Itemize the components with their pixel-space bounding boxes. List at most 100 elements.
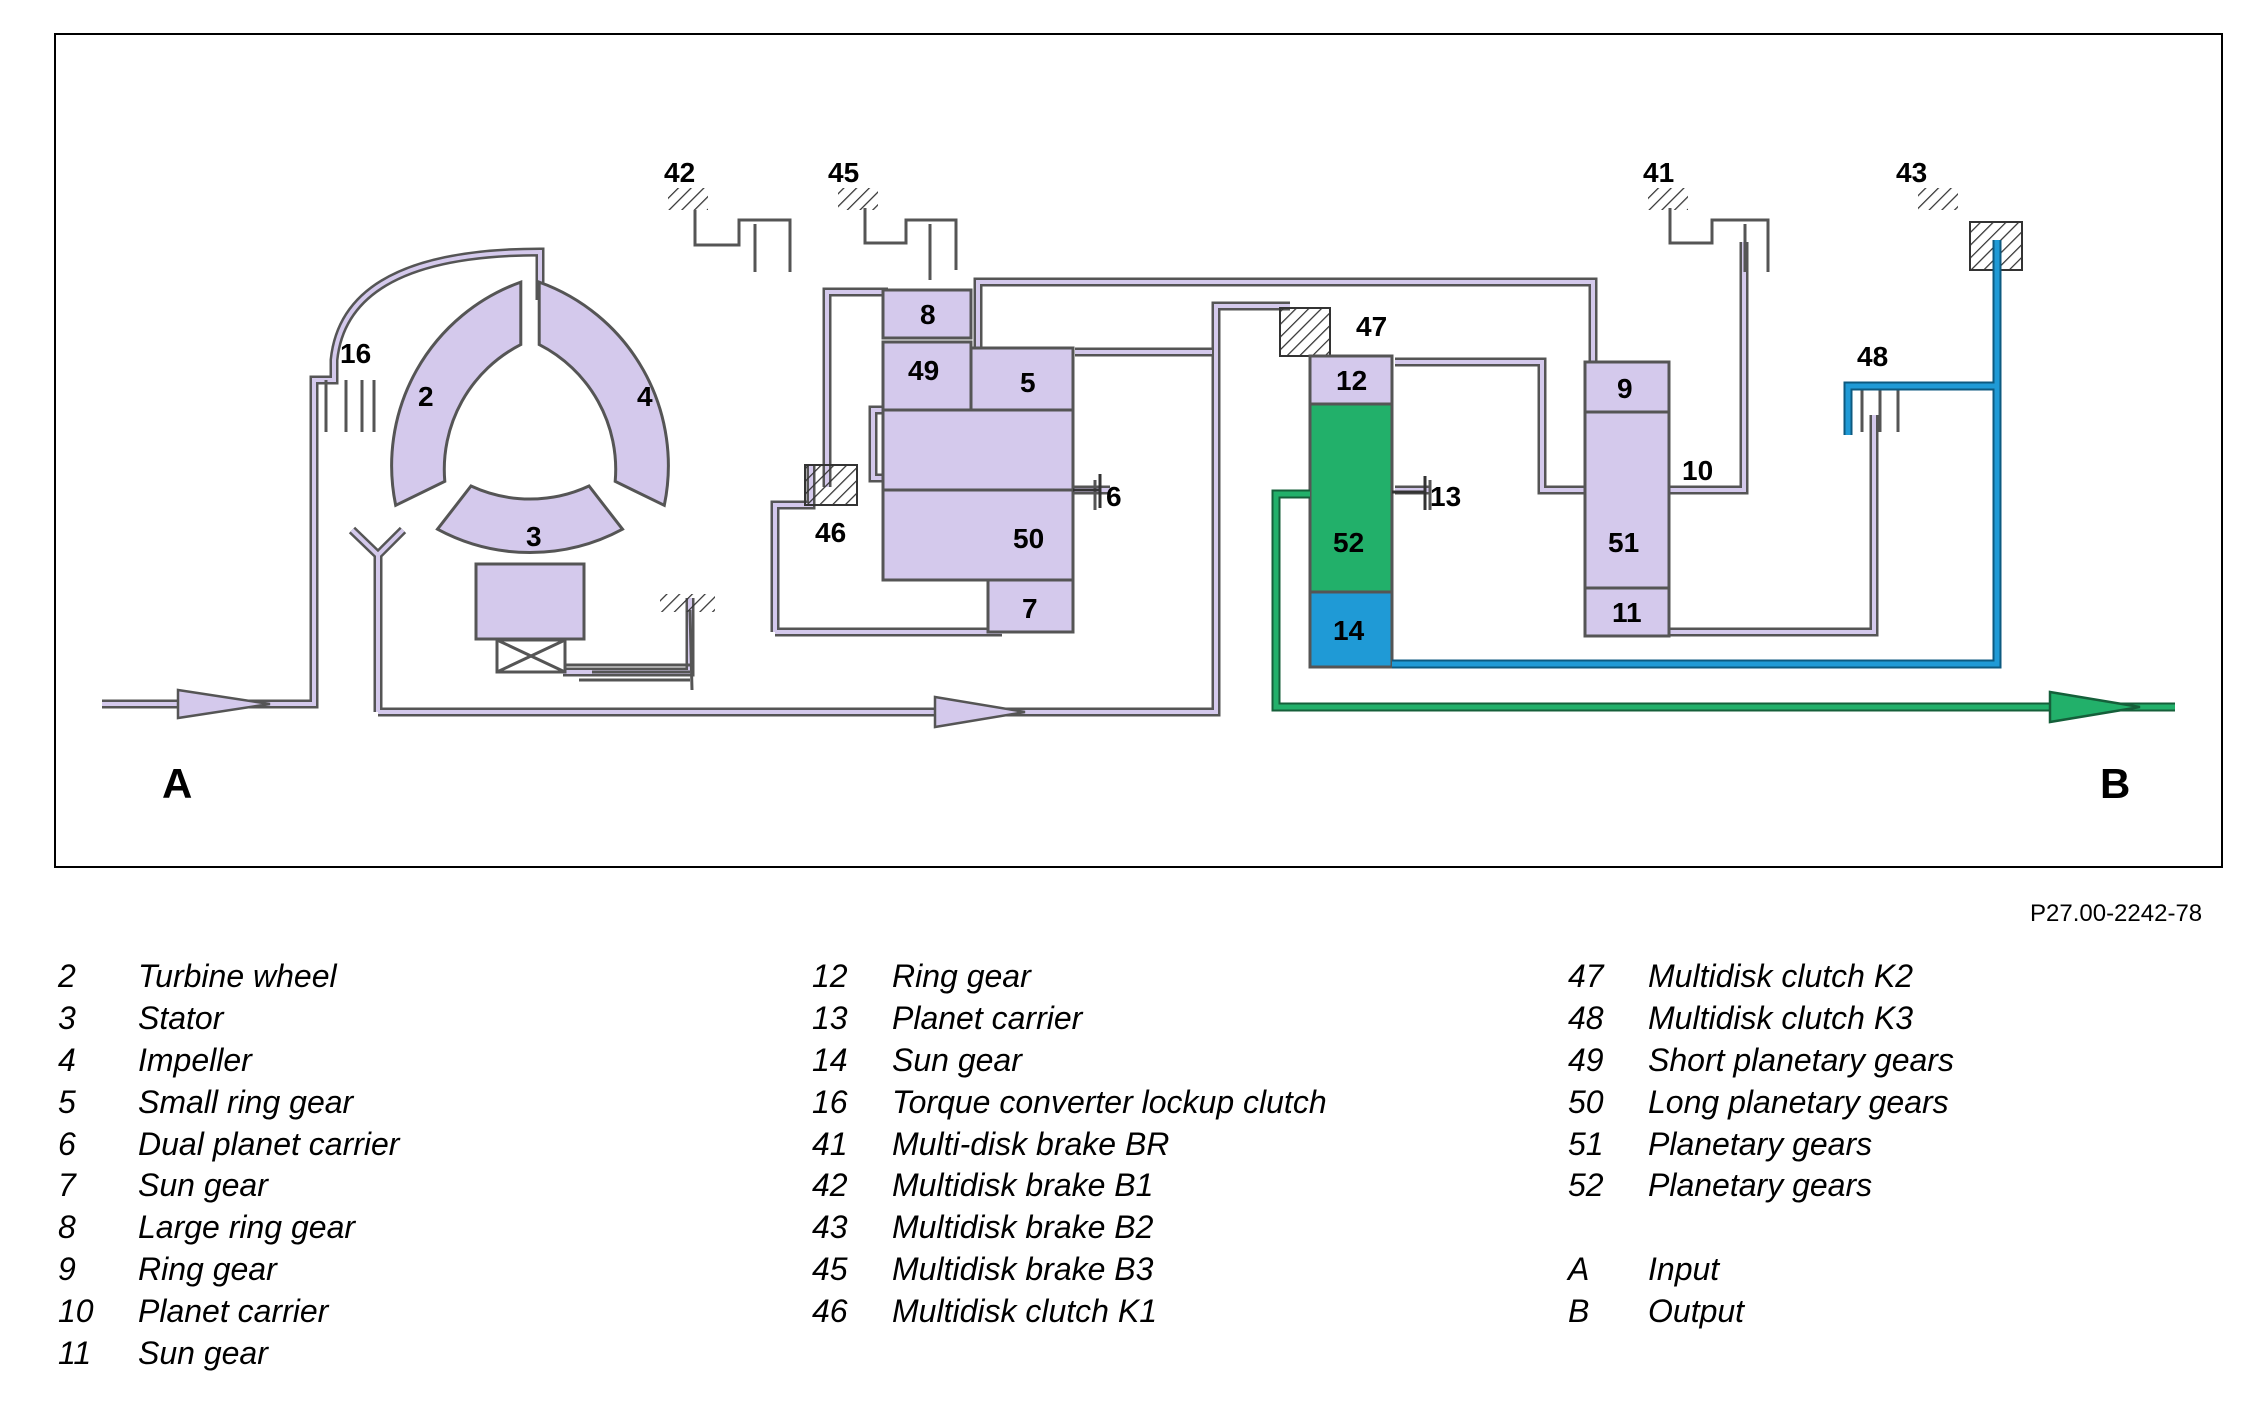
- label-11: 11: [1612, 597, 1642, 628]
- legend-key: 14: [812, 1041, 848, 1078]
- reference-code: P27.00-2242-78: [2030, 900, 2203, 927]
- label-4: 4: [637, 381, 653, 412]
- legend-key: 48: [1568, 1000, 1604, 1037]
- legend-text: Sun gear: [138, 1167, 268, 1204]
- legend-key: 13: [812, 1000, 848, 1037]
- legend-key: 41: [812, 1125, 848, 1162]
- legend-key: 49: [1568, 1041, 1604, 1078]
- bracket-lines: [324, 208, 1900, 691]
- label-3: 3: [526, 521, 542, 552]
- label-2: 2: [418, 381, 434, 412]
- legend-item: 13 Planet carrier: [812, 998, 1327, 1040]
- label-51: 51: [1608, 527, 1639, 558]
- diagram-frame: [54, 33, 2223, 868]
- label-49: 49: [908, 355, 939, 386]
- label-43: 43: [1896, 157, 1927, 188]
- legend-text: Output: [1648, 1292, 1745, 1329]
- legend-item: 50 Long planetary gears: [1568, 1081, 1954, 1123]
- legend-key: 2: [58, 958, 76, 995]
- rear-planetary-set: [1583, 360, 1671, 638]
- part-labels: 2 4 3 16 42 45 41 43 8 49 5 6 50 7 46 47…: [340, 157, 1927, 646]
- input-label-A: A: [162, 760, 192, 807]
- legend-key: A: [1568, 1250, 1590, 1287]
- legend-text: Planetary gears: [1648, 1167, 1873, 1204]
- legend-item: 52 Planetary gears: [1568, 1165, 1954, 1207]
- legend-spacer: [1568, 1207, 1954, 1249]
- legend-key: 5: [58, 1083, 76, 1120]
- io-labels: A B: [162, 760, 2130, 807]
- label-50: 50: [1013, 523, 1044, 554]
- legend-text: Sun gear: [892, 1041, 1022, 1078]
- legend-item: A Input: [1568, 1249, 1954, 1291]
- input-arrow: [176, 688, 271, 720]
- legend-key: 10: [58, 1292, 94, 1329]
- legend-key: 45: [812, 1250, 848, 1287]
- legend-item: 10 Planet carrier: [58, 1290, 399, 1332]
- legend-text: Multidisk brake B1: [892, 1167, 1154, 1204]
- label-6: 6: [1106, 481, 1122, 512]
- label-7: 7: [1022, 593, 1038, 624]
- output-arrow: [2048, 690, 2141, 724]
- legend-item: 51 Planetary gears: [1568, 1123, 1954, 1165]
- flow-arrows: [176, 688, 2141, 729]
- green-output-shaft: [1271, 489, 2175, 712]
- label-47: 47: [1356, 311, 1387, 342]
- legend-key: 46: [812, 1292, 848, 1329]
- legend-key: 50: [1568, 1083, 1604, 1120]
- legend-text: Stator: [138, 1000, 224, 1037]
- legend-key: 43: [812, 1209, 848, 1246]
- legend-text: Planet carrier: [892, 1000, 1083, 1037]
- ravigneaux-set: [881, 288, 1075, 634]
- legend-text: Turbine wheel: [138, 958, 337, 995]
- legend-key: 9: [58, 1250, 76, 1287]
- legend-key: 3: [58, 1000, 76, 1037]
- legend-text: Impeller: [138, 1041, 252, 1078]
- legend-text: Long planetary gears: [1648, 1083, 1949, 1120]
- legend-key: 51: [1568, 1125, 1604, 1162]
- mid-arrow: [933, 695, 1026, 729]
- legend-text: Multidisk clutch K2: [1648, 958, 1913, 995]
- legend-item: 14 Sun gear: [812, 1040, 1327, 1082]
- legend-key: 12: [812, 958, 848, 995]
- legend-text: Planetary gears: [1648, 1125, 1873, 1162]
- label-14: 14: [1333, 615, 1365, 646]
- label-8: 8: [920, 299, 936, 330]
- label-45: 45: [828, 157, 859, 188]
- legend-text: Input: [1648, 1250, 1720, 1287]
- legend-item: 12 Ring gear: [812, 956, 1327, 998]
- legend-item: 45 Multidisk brake B3: [812, 1249, 1327, 1291]
- legend-text: Torque converter lockup clutch: [892, 1083, 1327, 1120]
- label-16: 16: [340, 338, 371, 369]
- label-52: 52: [1333, 527, 1364, 558]
- legend-text: Planet carrier: [138, 1292, 329, 1329]
- legend-key: 8: [58, 1209, 76, 1246]
- legend-key: 52: [1568, 1167, 1604, 1204]
- torque-converter: [390, 279, 670, 674]
- label-13: 13: [1430, 481, 1461, 512]
- blue-shafts: [1392, 240, 2002, 669]
- label-42: 42: [664, 157, 695, 188]
- carrier-ticks: [1073, 474, 1427, 510]
- legend-text: Multidisk clutch K3: [1648, 1000, 1913, 1037]
- label-9: 9: [1617, 373, 1633, 404]
- output-label-B: B: [2100, 760, 2130, 807]
- legend-key: 6: [58, 1125, 76, 1162]
- legend-text: Multidisk brake B3: [892, 1250, 1154, 1287]
- legend-text: Ring gear: [892, 958, 1031, 995]
- label-48: 48: [1857, 341, 1888, 372]
- legend-item: 3 Stator: [58, 998, 399, 1040]
